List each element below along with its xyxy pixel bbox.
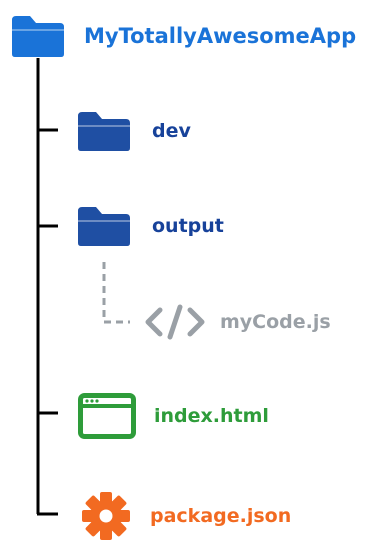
gear-icon xyxy=(80,490,132,542)
dashed-branch-mycode xyxy=(102,262,130,324)
file-label-mycode: myCode.js xyxy=(220,311,331,333)
file-label-index: index.html xyxy=(154,405,269,427)
folder-label-dev: dev xyxy=(152,120,191,142)
file-label-package: package.json xyxy=(150,505,292,527)
tree-root[interactable]: MyTotallyAwesomeApp xyxy=(10,14,356,58)
tree-item-mycode[interactable]: myCode.js xyxy=(144,304,331,340)
root-folder-label: MyTotallyAwesomeApp xyxy=(84,24,357,48)
tree-item-index[interactable]: index.html xyxy=(78,393,269,439)
tree-item-output[interactable]: output xyxy=(76,205,224,247)
tree-item-package[interactable]: package.json xyxy=(80,490,291,542)
folder-icon xyxy=(10,14,66,58)
code-icon xyxy=(144,304,206,340)
folder-label-output: output xyxy=(152,215,224,237)
folder-icon xyxy=(76,110,132,152)
tree-item-dev[interactable]: dev xyxy=(76,110,191,152)
browser-window-icon xyxy=(78,393,136,439)
folder-icon xyxy=(76,205,132,247)
